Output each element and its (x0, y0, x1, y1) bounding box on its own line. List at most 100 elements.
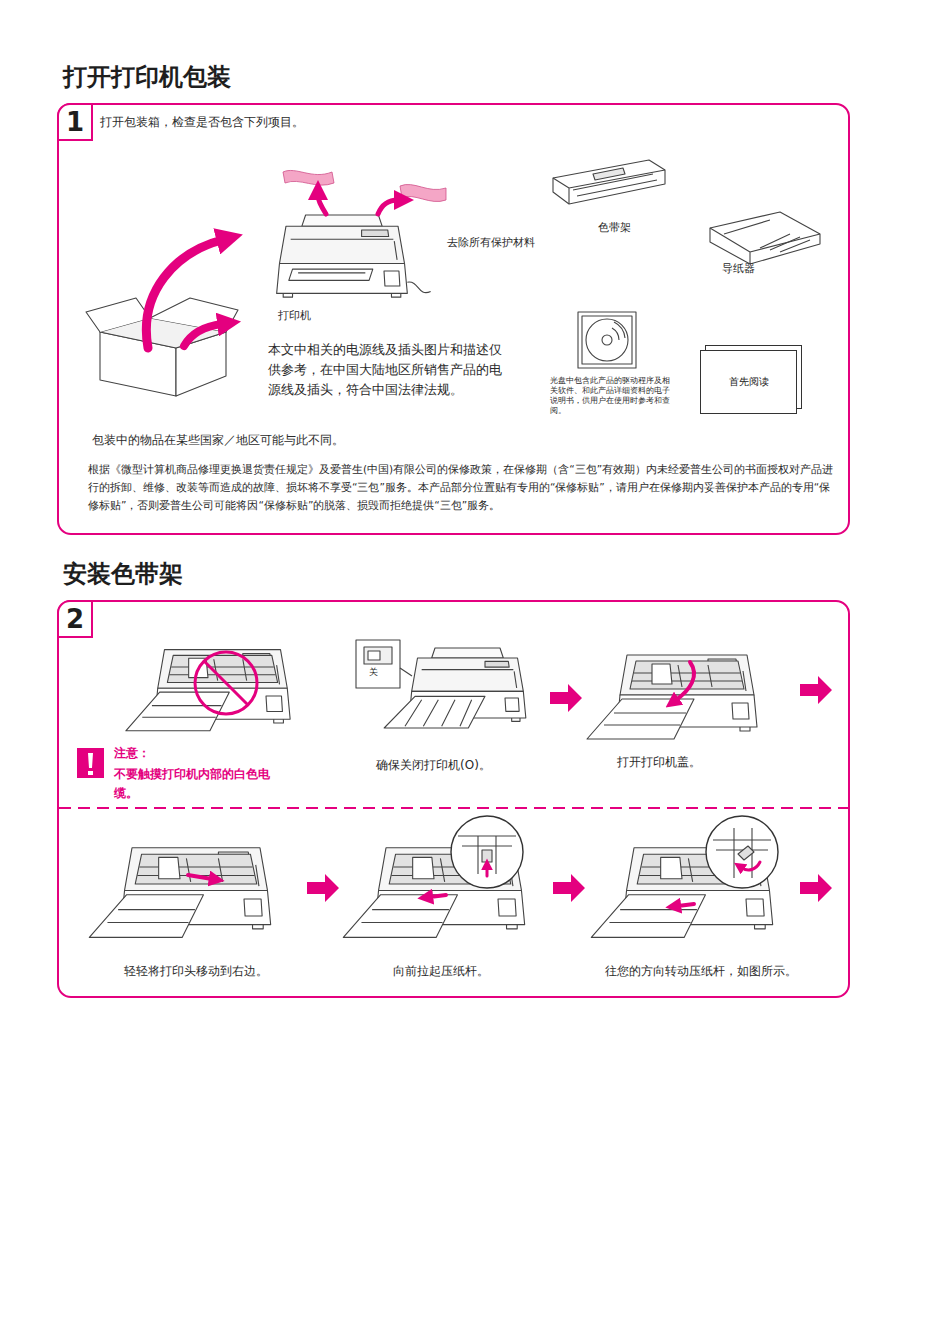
line-art (485, 661, 509, 667)
line-art (573, 174, 657, 196)
line-art (732, 703, 749, 719)
detail-callout (451, 816, 523, 888)
line-art (279, 226, 404, 263)
line-art (553, 160, 665, 204)
part-name: 色带架 (598, 221, 631, 234)
step-arrow (307, 874, 339, 902)
read-first-booklet: 首先阅读 (700, 350, 797, 414)
printer-drawing (384, 648, 526, 728)
pink-arrow (188, 875, 212, 879)
pink-arrow (146, 240, 222, 348)
pink-arrow (318, 196, 326, 214)
line-art (710, 212, 820, 264)
pink-arrow (678, 904, 694, 906)
line-art (582, 316, 632, 364)
line-art (384, 696, 485, 728)
protective-strip (283, 170, 334, 185)
line-art (343, 895, 457, 938)
switch-label: 关 (369, 667, 378, 678)
step-number: 2 (57, 600, 93, 638)
caution-heading: 注意： (114, 746, 150, 761)
step-caption: 轻轻将打印头移动到右边。 (124, 964, 268, 979)
pink-arrow (742, 862, 760, 870)
line-art (498, 899, 516, 916)
line-art (135, 854, 257, 884)
line-art (514, 671, 517, 688)
line-art (394, 241, 397, 260)
line-art (89, 895, 203, 938)
step-arrow (550, 684, 582, 712)
line-art (661, 857, 682, 878)
line-art (159, 857, 180, 878)
line-art (746, 899, 764, 916)
step-arrow (800, 874, 832, 902)
section-heading: 打开打印机包装 (63, 61, 231, 93)
line-art (412, 658, 524, 691)
line-art (266, 696, 282, 711)
cd-caption: 光盘中包含此产品的驱动程序及相关软件、和此产品详细资料的电子说明书，供用户在使用… (550, 376, 676, 417)
line-art (142, 706, 221, 718)
line-art (587, 699, 694, 739)
step-caption: 往您的方向转动压纸杆，如图所示。 (605, 964, 797, 979)
line-art (630, 661, 744, 689)
paper-guide (710, 212, 820, 264)
pink-arrow (676, 662, 694, 700)
line-art (609, 910, 696, 923)
step-caption: 打开打印机盖。 (617, 755, 701, 770)
line-art (612, 322, 625, 340)
step-number-text: 2 (66, 604, 84, 634)
step-arrow (553, 874, 585, 902)
line-art (283, 293, 401, 297)
line-art (652, 664, 672, 684)
caution-text: 不要触摸打印机内部的白色电缆。 (114, 765, 274, 802)
pink-arrow (378, 200, 398, 214)
step-caption: 向前拉起压纸杆。 (393, 964, 489, 979)
line-art (277, 264, 408, 294)
part-name: 去除所有保护材料 (447, 236, 535, 250)
line-art (289, 269, 373, 280)
line-art (291, 239, 394, 240)
detail-callout (706, 816, 778, 888)
prohibited-sign (204, 661, 248, 705)
section-panel: 安装色带架2 (57, 600, 850, 998)
ribbon-cartridge (553, 160, 665, 204)
line-art (724, 220, 810, 252)
line-art (158, 650, 288, 689)
dashed-divider (59, 807, 848, 809)
step-number: 1 (57, 103, 93, 141)
line-art (169, 667, 275, 675)
line-art (107, 910, 194, 923)
line-art (364, 647, 392, 664)
line-art (413, 857, 434, 878)
section-heading: 安装色带架 (63, 558, 183, 590)
prohibited-sign (195, 652, 257, 714)
line-art (244, 899, 262, 916)
step-caption: 确保关闭打印机(O)。 (376, 758, 491, 773)
booklet-text: 首先阅读 (729, 375, 769, 389)
line-art (356, 640, 400, 688)
line-art (591, 895, 705, 938)
carton-box (86, 298, 238, 396)
pink-arrow (430, 895, 446, 897)
line-art (125, 848, 268, 891)
line-art (186, 858, 222, 881)
line-art (604, 713, 686, 725)
note: 包装中的物品在某些国家／地区可能与此不同。 (92, 433, 344, 448)
note: 本文中相关的电源线及插头图片和描述仅供参考，在中国大陆地区所销售产品的电源线及插… (268, 340, 510, 400)
line-art (362, 230, 389, 237)
instruction: 打开包装箱，检查是否包含下列项目。 (100, 115, 304, 130)
line-art (137, 867, 254, 876)
line-art (593, 168, 625, 180)
line-art (432, 648, 504, 658)
detail-callout (713, 828, 771, 878)
line-art (632, 673, 742, 681)
line-art (361, 910, 448, 923)
line-art (713, 828, 771, 878)
step-number-text: 1 (66, 107, 84, 137)
line-art (505, 698, 519, 711)
switch-callout (356, 640, 412, 688)
line-art (482, 850, 492, 862)
line-art (400, 668, 412, 676)
printer-drawing (587, 655, 757, 739)
